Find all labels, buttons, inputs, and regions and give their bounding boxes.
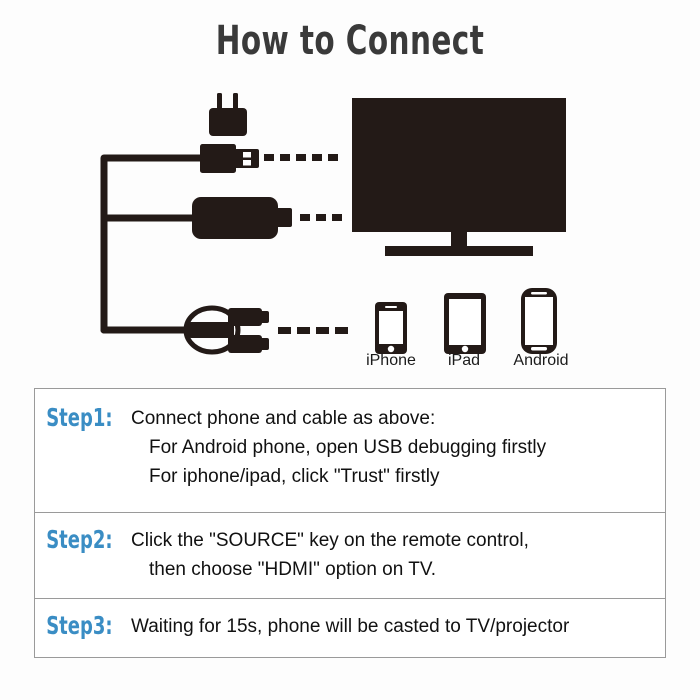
android-phone-icon [521, 288, 557, 354]
hdmi-dongle-body [192, 197, 292, 239]
step-line: then choose "HDMI" option on TV. [149, 558, 437, 580]
step-label-3: Step3: [46, 611, 113, 640]
arrow-dongle-to-tv [300, 214, 342, 221]
step-line: Click the "SOURCE" key on the remote con… [131, 530, 529, 551]
cable-trunk [100, 154, 204, 334]
device-label-ipad: iPad [447, 352, 481, 369]
device-label-iphone: iPhone [366, 352, 416, 369]
step-label-1: Step1: [46, 403, 113, 432]
television-with-stand [352, 98, 566, 256]
step-body-3: Waiting for 15s, phone will be casted to… [131, 613, 665, 642]
cable-splitter-fork [183, 305, 269, 355]
ipad-icon [444, 293, 486, 354]
step-line: Waiting for 15s, phone will be casted to… [131, 616, 570, 637]
step-body-2: Click the "SOURCE" key on the remote con… [131, 527, 665, 585]
arrow-usb-to-tv [264, 154, 338, 161]
step-label-2: Step2: [46, 525, 113, 554]
step-row: Step1: Connect phone and cable as above:… [35, 389, 665, 513]
step-line: Connect phone and cable as above: [131, 408, 436, 429]
step-body-1: Connect phone and cable as above: For An… [131, 405, 665, 492]
step-row: Step2: Click the "SOURCE" key on the rem… [35, 513, 665, 599]
arrow-splitter-to-devices [278, 327, 348, 334]
page-title: How to Connect [215, 18, 485, 64]
power-adapter-plug [209, 93, 247, 136]
step-row: Step3: Waiting for 15s, phone will be ca… [35, 599, 665, 657]
step-line: For iphone/ipad, click "Trust" firstly [149, 465, 440, 487]
usb-a-connector [200, 144, 259, 173]
iphone-icon [375, 302, 407, 354]
steps-table: Step1: Connect phone and cable as above:… [34, 388, 666, 658]
step-line: For Android phone, open USB debugging fi… [149, 436, 547, 458]
device-label-android: Android [513, 352, 569, 369]
connection-diagram [0, 80, 700, 380]
